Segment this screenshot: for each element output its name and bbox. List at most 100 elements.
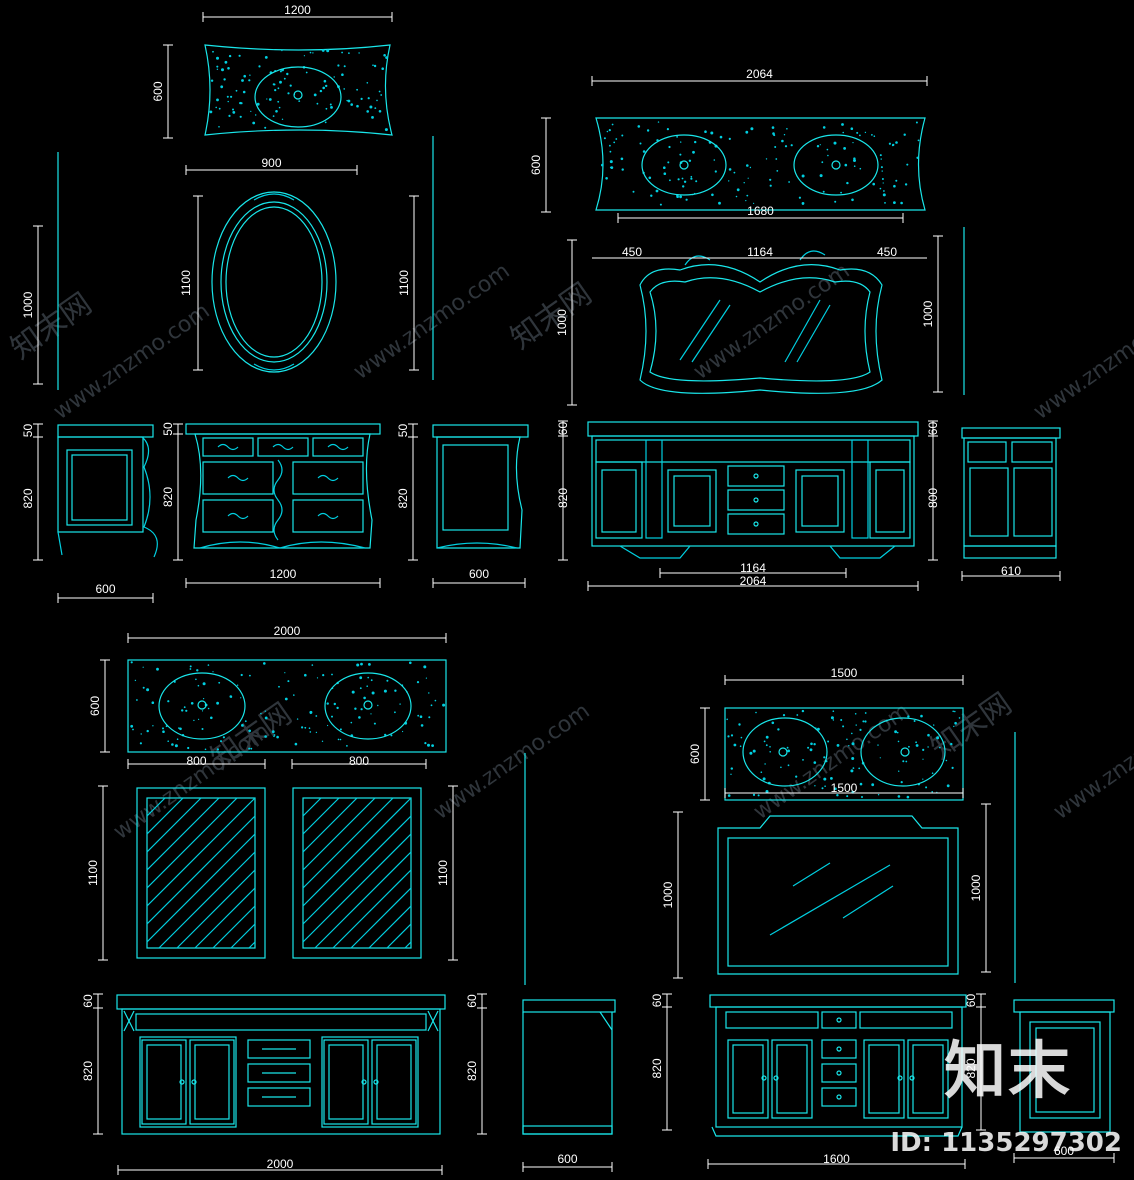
granite-speck [858, 767, 861, 770]
side-counter [432, 424, 529, 438]
door [907, 1039, 949, 1119]
granite-speck [167, 700, 170, 703]
granite-speck [350, 103, 354, 106]
granite-speck [427, 743, 430, 747]
granite-speck [325, 107, 328, 110]
granite-speck [139, 742, 142, 745]
granite-speck [950, 742, 953, 746]
dim-side-width: 600 [1054, 1144, 1074, 1158]
side-counter [961, 427, 1061, 439]
hatch-line [146, 797, 166, 817]
granite-speck [279, 80, 282, 84]
granite-speck [888, 142, 892, 145]
granite-speck [659, 203, 662, 206]
dim-front-width: 1600 [823, 1152, 850, 1166]
granite-speck [373, 64, 377, 68]
granite-speck [922, 748, 925, 752]
granite-speck [861, 796, 863, 798]
granite-speck [416, 681, 420, 684]
granite-speck [853, 159, 856, 162]
granite-speck [816, 145, 820, 148]
granite-speck [710, 131, 714, 135]
mirror-frame-outer [211, 191, 337, 373]
door-panel [776, 1044, 808, 1114]
door [869, 461, 911, 539]
drawer [247, 1087, 311, 1107]
front-cabinet [193, 433, 373, 549]
granite-speck [855, 724, 857, 726]
dim-cab-mid: 820 [161, 487, 175, 507]
granite-speck [906, 163, 909, 166]
granite-speck [859, 134, 861, 137]
granite-speck [316, 677, 319, 679]
basin-oval [793, 134, 879, 196]
granite-speck [283, 77, 286, 80]
granite-speck [240, 697, 242, 699]
granite-speck [326, 702, 329, 705]
granite-speck [228, 54, 232, 58]
granite-speck [272, 115, 275, 117]
granite-speck [871, 134, 873, 136]
drawer [312, 437, 364, 457]
countertop-plan [127, 659, 447, 753]
granite-speck [780, 766, 782, 769]
granite-speck [218, 107, 221, 110]
granite-speck [795, 775, 798, 778]
side-plinth [522, 1125, 613, 1135]
dim-mirror-h-right: 1100 [397, 270, 411, 296]
granite-speck [606, 130, 609, 133]
side-cabinet [522, 1011, 613, 1135]
granite-speck [663, 166, 666, 169]
granite-speck [301, 726, 304, 729]
granite-speck [796, 714, 799, 716]
granite-speck [193, 719, 195, 722]
granite-speck [745, 200, 747, 202]
granite-speck [223, 78, 226, 81]
granite-speck [603, 137, 606, 140]
door [189, 1039, 235, 1125]
dim-mirror-h-left: 1100 [179, 270, 193, 296]
granite-speck [823, 777, 827, 781]
granite-speck [216, 701, 220, 705]
granite-speck [321, 49, 325, 52]
granite-speck [692, 150, 695, 154]
dim-counter-mid: 50 [161, 422, 175, 436]
granite-speck [249, 674, 251, 677]
dim-counter-right: 60 [926, 422, 940, 436]
hatch-line [248, 941, 256, 949]
basin-oval [641, 134, 727, 196]
granite-speck [609, 160, 613, 164]
granite-speck [195, 678, 197, 681]
granite-speck [913, 720, 916, 722]
hatch-line [386, 923, 412, 949]
granite-speck [951, 766, 954, 770]
granite-speck [304, 673, 307, 677]
granite-speck [902, 760, 905, 763]
door [141, 1039, 187, 1125]
hatch-line [302, 797, 412, 907]
hatch-line [302, 815, 412, 925]
granite-speck [383, 54, 386, 57]
dim-mirror-right: 1100 [436, 860, 450, 886]
granite-speck [730, 773, 732, 775]
dim-side-left: 600 [95, 582, 115, 596]
drawer [247, 1039, 311, 1059]
drawer [725, 1011, 819, 1029]
granite-speck [621, 168, 624, 171]
granite-speck [873, 135, 876, 137]
granite-speck [787, 764, 790, 767]
dim-top-inner: 1680 [747, 204, 774, 218]
granite-speck [277, 100, 280, 103]
granite-speck [915, 744, 919, 747]
dim-cab-right: 820 [964, 1058, 978, 1078]
dim-front-inner: 1164 [740, 561, 766, 575]
granite-speck [743, 182, 745, 184]
granite-speck [399, 703, 401, 705]
granite-speck [369, 105, 373, 109]
granite-speck [249, 74, 251, 76]
knob [909, 1075, 915, 1081]
granite-speck [381, 67, 385, 70]
granite-speck [146, 729, 149, 733]
granite-speck [916, 156, 919, 159]
granite-speck [224, 60, 228, 64]
